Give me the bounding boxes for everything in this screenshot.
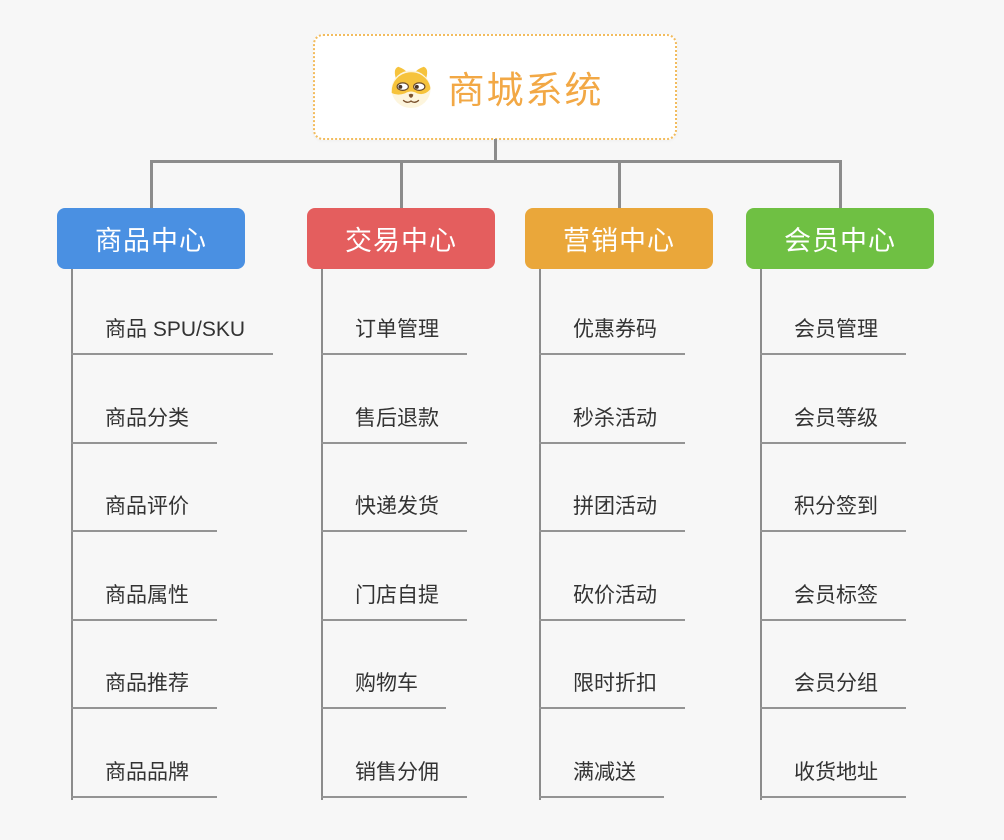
branch-item[interactable]: 商品 SPU/SKU: [71, 316, 274, 355]
branch-item[interactable]: 拼团活动: [539, 493, 685, 532]
connector-root-stem: [493, 139, 497, 163]
branch-item[interactable]: 会员分组: [760, 670, 906, 709]
branch-item[interactable]: 购物车: [321, 670, 446, 709]
connector-branch-rail: [71, 269, 73, 800]
branch-header[interactable]: 交易中心: [307, 208, 495, 269]
branch-item[interactable]: 商品推荐: [71, 670, 217, 709]
branch-item[interactable]: 秒杀活动: [539, 405, 685, 444]
root-topic[interactable]: 商城系统: [313, 34, 677, 140]
branch-item[interactable]: 砍价活动: [539, 582, 685, 621]
branch-item[interactable]: 会员等级: [760, 405, 906, 444]
connector-branch-drop: [617, 160, 621, 208]
branch-item[interactable]: 门店自提: [321, 582, 467, 621]
branch-item[interactable]: 满减送: [539, 759, 664, 798]
branch-header[interactable]: 商品中心: [57, 208, 245, 269]
connector-branch-rail: [760, 269, 762, 800]
branch-item[interactable]: 售后退款: [321, 405, 467, 444]
connector-branch-rail: [539, 269, 541, 800]
root-topic-label: 商城系统: [447, 70, 604, 111]
branch-header[interactable]: 会员中心: [746, 208, 934, 269]
connector-branch-drop: [399, 160, 403, 208]
connector-branch-rail: [321, 269, 323, 800]
connector-branch-drop: [838, 160, 842, 208]
branch-item[interactable]: 销售分佣: [321, 759, 467, 798]
branch-item[interactable]: 会员标签: [760, 582, 906, 621]
branch-item[interactable]: 订单管理: [321, 316, 467, 355]
branch-item[interactable]: 商品分类: [71, 405, 217, 444]
branch-header[interactable]: 营销中心: [525, 208, 713, 269]
branch-item[interactable]: 优惠券码: [539, 316, 685, 355]
dog-face-icon: [387, 64, 435, 110]
branch-item[interactable]: 限时折扣: [539, 670, 685, 709]
branch-item[interactable]: 会员管理: [760, 316, 906, 355]
branch-item[interactable]: 快递发货: [321, 493, 467, 532]
branch-item[interactable]: 积分签到: [760, 493, 906, 532]
branch-item[interactable]: 商品评价: [71, 493, 217, 532]
connector-bus: [149, 160, 842, 163]
branch-item[interactable]: 收货地址: [760, 759, 906, 798]
branch-item[interactable]: 商品属性: [71, 582, 217, 621]
connector-branch-drop: [149, 160, 153, 208]
branch-item[interactable]: 商品品牌: [71, 759, 217, 798]
